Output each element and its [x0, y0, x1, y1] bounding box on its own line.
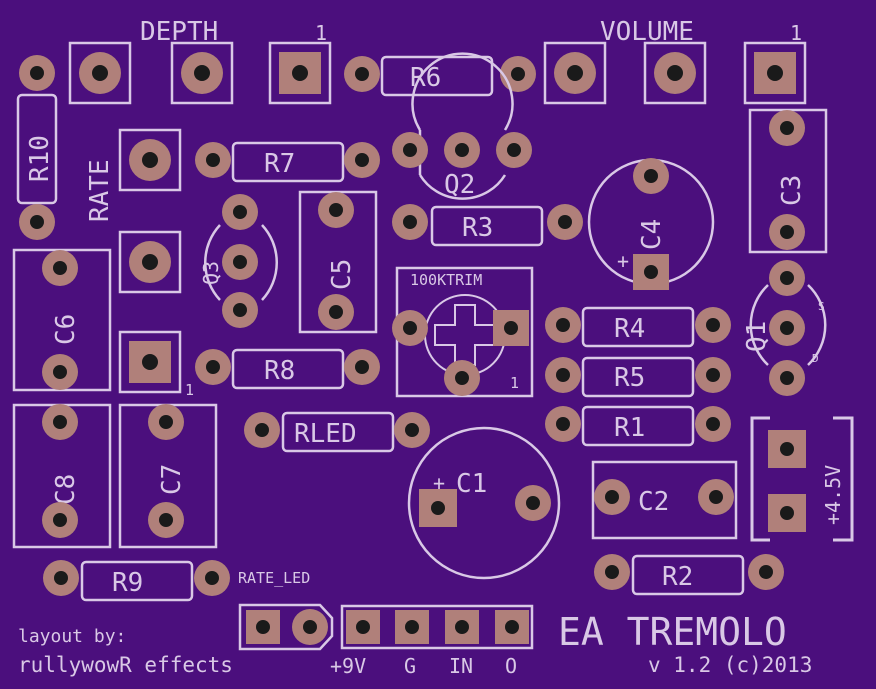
capacitor-c1: + C1: [407, 426, 561, 580]
svg-text:1: 1: [510, 374, 519, 392]
rate-pot: RATE 1: [85, 128, 194, 399]
svg-text:O: O: [505, 654, 517, 678]
board-version: v 1.2 (c)2013: [648, 653, 812, 677]
capacitor-c8: C8: [12, 403, 112, 549]
transistor-q2: Q2: [392, 52, 532, 200]
capacitor-c3: C3: [748, 108, 828, 254]
rate-label: RATE: [85, 159, 115, 222]
svg-text:R1: R1: [614, 413, 645, 443]
svg-text:R8: R8: [264, 356, 295, 386]
capacitor-c6: C6: [12, 248, 112, 392]
credit-line1: layout by:: [18, 626, 126, 647]
credit-line2: rullywowR effects: [18, 653, 233, 677]
transistor-q3: Q3: [199, 194, 279, 328]
depth-pot: DEPTH 1: [68, 17, 332, 105]
resistor-r7: R7: [195, 141, 380, 183]
svg-text:R3: R3: [462, 213, 493, 243]
depth-pin1-label: 1: [315, 21, 327, 45]
svg-text:R9: R9: [112, 568, 143, 598]
svg-text:IN: IN: [449, 654, 473, 678]
svg-text:C4: C4: [637, 219, 667, 250]
svg-text:C3: C3: [777, 175, 807, 206]
volume-pot: VOLUME 1: [543, 17, 807, 105]
svg-text:Q2: Q2: [444, 170, 475, 200]
svg-text:Q1: Q1: [742, 321, 772, 352]
resistor-rled: RLED: [244, 411, 430, 453]
svg-text:RLED: RLED: [294, 419, 357, 449]
resistor-r8: R8: [195, 348, 380, 390]
resistor-r6: R6: [344, 55, 536, 97]
resistor-r3: R3: [392, 204, 583, 247]
svg-text:RATE_LED: RATE_LED: [238, 569, 310, 587]
capacitor-c5: C5: [298, 190, 378, 334]
capacitor-c4: C4 +: [587, 158, 715, 290]
capacitor-c2: C2: [591, 460, 738, 540]
svg-text:C7: C7: [157, 464, 187, 495]
resistor-r9: R9 RATE_LED: [43, 560, 310, 602]
capacitor-c7: C7: [118, 403, 218, 549]
svg-text:C1: C1: [456, 469, 487, 499]
svg-text:R5: R5: [614, 363, 645, 393]
svg-text:+: +: [617, 249, 629, 273]
svg-text:100KTRIM: 100KTRIM: [410, 271, 482, 289]
resistor-r2: R2: [594, 554, 784, 596]
svg-text:S: S: [818, 300, 825, 313]
resistor-r1: R1: [545, 405, 731, 447]
resistor-r5: R5: [545, 356, 731, 398]
svg-text:C2: C2: [638, 487, 669, 517]
supply-header: +4.5V: [750, 416, 854, 542]
svg-text:+4.5V: +4.5V: [821, 465, 845, 525]
resistor-r4: R4: [545, 306, 731, 348]
svg-text:+9V: +9V: [330, 654, 366, 678]
svg-text:R2: R2: [662, 562, 693, 592]
svg-text:C6: C6: [51, 314, 81, 345]
svg-text:R7: R7: [264, 149, 295, 179]
svg-text:D: D: [812, 352, 819, 365]
trimmer-100k: 100KTRIM 1: [392, 266, 534, 398]
svg-text:R10: R10: [25, 135, 55, 182]
svg-text:R4: R4: [614, 314, 645, 344]
transistor-q1: Q1 S D: [742, 260, 827, 396]
io-header: +9V G IN O: [238, 603, 534, 678]
svg-text:1: 1: [185, 381, 194, 399]
svg-text:Q3: Q3: [199, 261, 223, 285]
board-title: EA TREMOLO: [558, 610, 787, 654]
volume-pin1-label: 1: [790, 21, 802, 45]
svg-text:C8: C8: [51, 474, 81, 505]
svg-text:C5: C5: [327, 259, 357, 290]
svg-text:G: G: [404, 654, 416, 678]
resistor-r10: R10: [16, 55, 58, 240]
